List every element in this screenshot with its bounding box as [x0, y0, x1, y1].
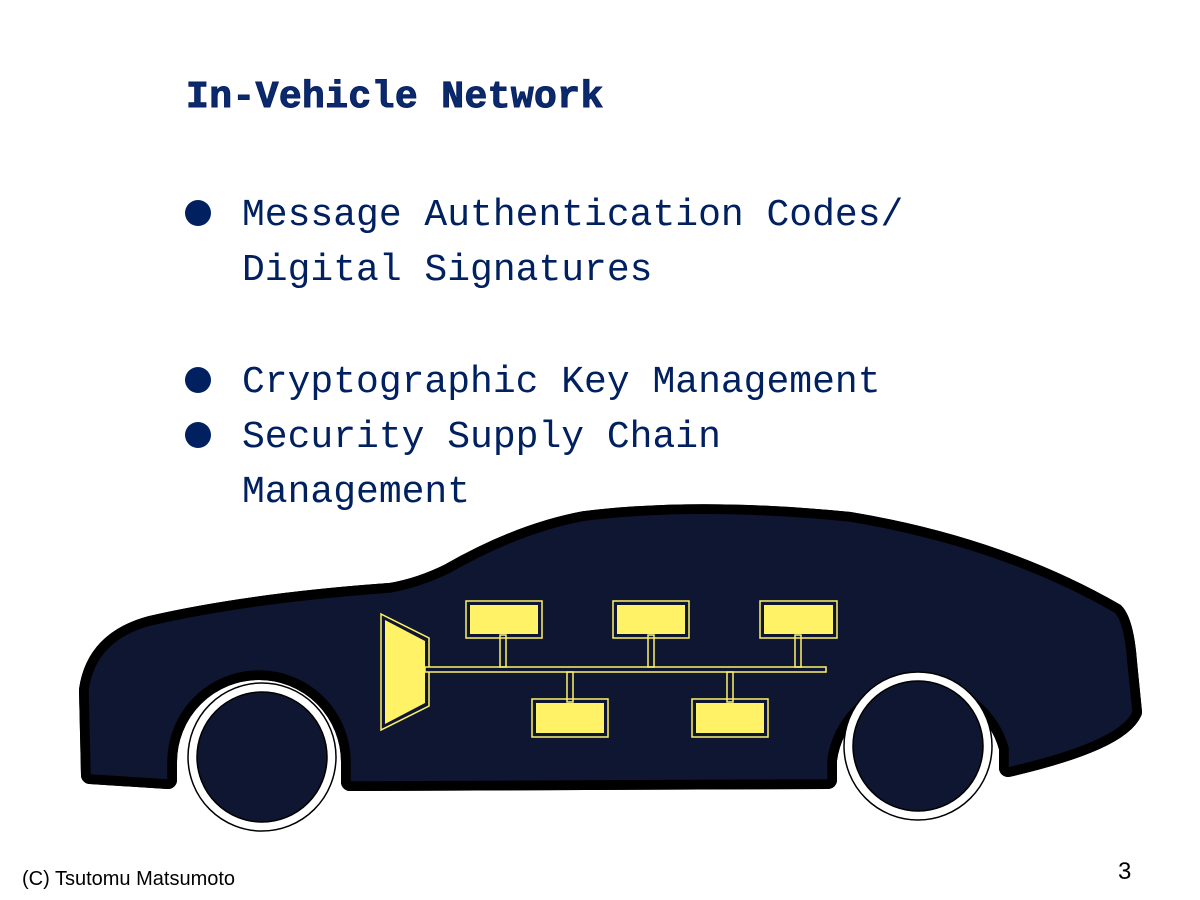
bullet-item: Security Supply Chain Management — [185, 410, 903, 520]
bullet-line: Message Authentication Codes/ — [242, 194, 904, 237]
front-wheel — [187, 682, 337, 832]
bullet-item: Cryptographic Key Management — [185, 355, 903, 410]
bullet-line: Security Supply Chain — [242, 416, 721, 459]
bullet-line: Management — [242, 471, 471, 514]
page-number: 3 — [1118, 858, 1132, 885]
car-body — [79, 513, 1142, 791]
bullet-dot-icon — [185, 367, 211, 393]
gateway-unit — [380, 612, 430, 732]
bullet-dot-icon — [185, 422, 211, 448]
bullet-item: Message Authentication Codes/ Digital Si… — [185, 188, 903, 298]
rear-wheel — [843, 671, 993, 821]
bullet-line: Digital Signatures — [242, 249, 653, 292]
network-diagram — [380, 600, 838, 738]
bullet-list: Message Authentication Codes/ Digital Si… — [185, 188, 903, 520]
bullet-dot-icon — [185, 200, 211, 226]
bullet-line: Cryptographic Key Management — [242, 361, 881, 404]
bus-stubs — [499, 634, 802, 703]
can-bus-line — [424, 666, 827, 673]
slide-title: In-Vehicle Network — [186, 76, 604, 120]
ecu-boxes — [465, 600, 838, 738]
copyright-footer: (C) Tsutomu Matsumoto — [22, 868, 236, 890]
